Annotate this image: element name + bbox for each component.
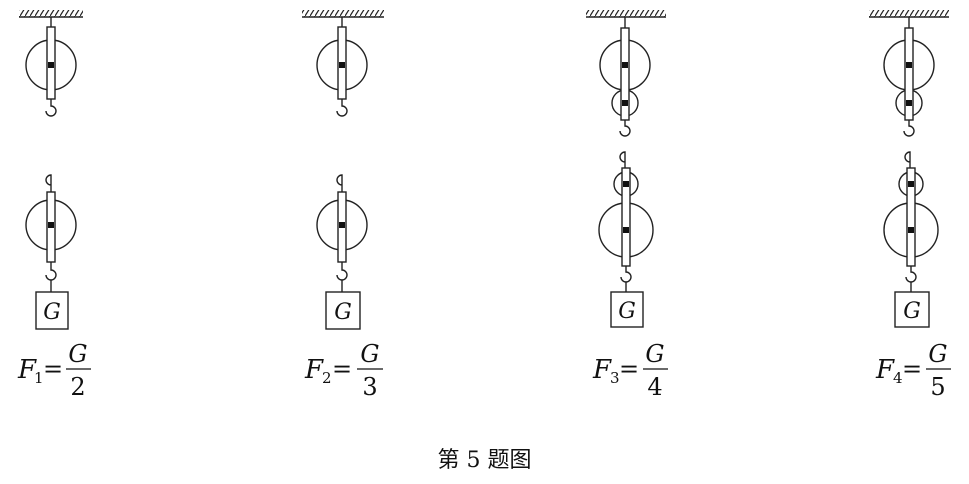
force-symbol: F <box>592 355 612 385</box>
weight-label: G <box>618 299 636 324</box>
numerator: G <box>928 340 947 368</box>
ceiling-support <box>302 10 384 18</box>
force-formula-1: F 1 = G 2 <box>17 340 91 401</box>
numerator: G <box>645 340 664 368</box>
force-symbol: F <box>875 355 895 385</box>
force-index: 2 <box>322 369 332 387</box>
force-index: 1 <box>34 369 44 387</box>
fixed-pulley <box>316 26 368 100</box>
equals-sign: = <box>902 355 922 383</box>
pulley-system-4: G <box>869 10 949 328</box>
hook <box>619 120 631 137</box>
equals-sign: = <box>332 355 352 383</box>
pulley-system-1: G <box>19 10 83 330</box>
force-formula-3: F 3 = G 4 <box>592 340 668 401</box>
denominator: 4 <box>647 373 662 401</box>
denominator: 3 <box>362 373 377 401</box>
force-index: 4 <box>893 369 903 387</box>
hook <box>336 99 348 117</box>
fixed-pulley-block <box>599 27 651 121</box>
equals-sign: = <box>43 355 63 383</box>
pulley-system-2: G <box>302 10 384 330</box>
force-formula-2: F 2 = G 3 <box>304 340 383 401</box>
denominator: 2 <box>70 373 85 401</box>
hook <box>45 99 57 117</box>
equals-sign: = <box>619 355 639 383</box>
denominator: 5 <box>930 373 945 401</box>
force-symbol: F <box>304 355 324 385</box>
force-formula-4: F 4 = G 5 <box>875 340 951 401</box>
hook <box>903 120 915 137</box>
numerator: G <box>68 340 87 368</box>
movable-pulley <box>25 174 77 292</box>
fixed-pulley-block <box>883 27 935 121</box>
weight-box: G <box>610 291 644 328</box>
figure-caption: 第 5 题图 <box>437 448 532 473</box>
pulley-system-3: G <box>586 10 666 328</box>
movable-pulley-block <box>598 151 654 292</box>
weight-label: G <box>903 299 921 324</box>
weight-box: G <box>325 291 361 330</box>
ceiling-support <box>869 10 949 18</box>
weight-box: G <box>894 291 930 328</box>
force-index: 3 <box>610 369 620 387</box>
movable-pulley-block <box>883 151 939 292</box>
force-symbol: F <box>17 355 37 385</box>
weight-box: G <box>35 291 69 330</box>
fixed-pulley <box>25 26 77 100</box>
weight-label: G <box>43 300 61 325</box>
numerator: G <box>360 340 379 368</box>
ceiling-support <box>586 10 666 18</box>
weight-label: G <box>334 300 352 325</box>
movable-pulley <box>316 174 368 292</box>
ceiling-support <box>19 10 83 18</box>
